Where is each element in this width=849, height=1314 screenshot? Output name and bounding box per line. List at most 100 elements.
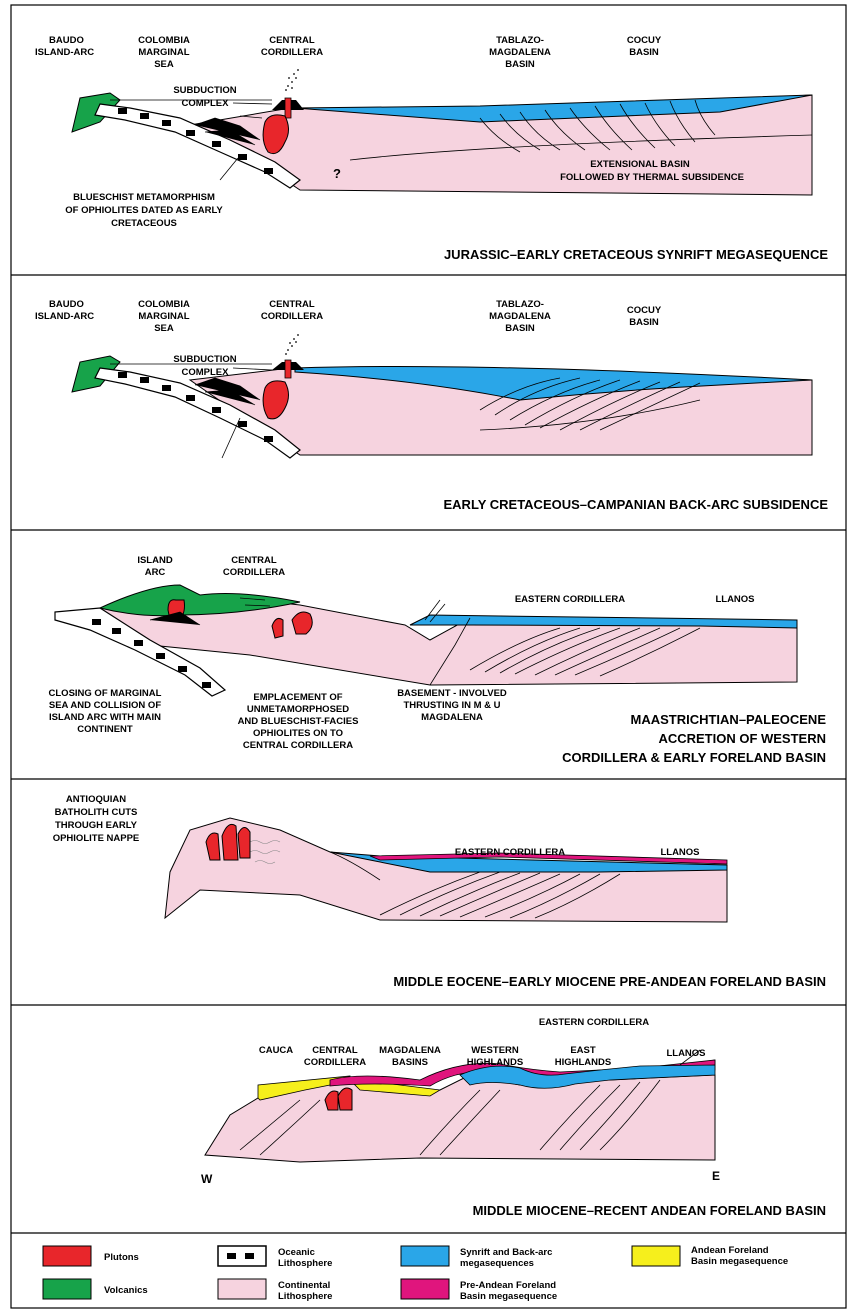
- legend-label: Volcanics: [104, 1285, 148, 1296]
- label-subduction: SUBDUCTION: [173, 354, 236, 365]
- label-subduction: COMPLEX: [182, 98, 230, 109]
- label-antioquian: BATHOLITH CUTS: [55, 807, 138, 818]
- label-blueschist: CRETACEOUS: [111, 218, 177, 229]
- label-central: CORDILLERA: [261, 47, 323, 58]
- label-central: CENTRAL: [269, 299, 315, 310]
- panel-title: EARLY CRETACEOUS–CAMPANIAN BACK-ARC SUBS…: [444, 497, 829, 512]
- label-blueschist: BLUESCHIST METAMORPHISM: [73, 192, 215, 203]
- label-extensional: EXTENSIONAL BASIN: [590, 159, 690, 170]
- legend-label: megasequences: [460, 1258, 534, 1269]
- label-extensional: FOLLOWED BY THERMAL SUBSIDENCE: [560, 172, 744, 183]
- label-emplacement: EMPLACEMENT OF: [253, 692, 342, 703]
- label-llanos: LLANOS: [715, 594, 754, 605]
- panel-title: MIDDLE MIOCENE–RECENT ANDEAN FORELAND BA…: [473, 1203, 826, 1218]
- legend-label: Lithosphere: [278, 1291, 332, 1302]
- label-baudo: ISLAND-ARC: [35, 47, 94, 58]
- ash-plume-icon: [285, 334, 299, 355]
- svg-text:ANTIOQUIANBATHOLITH CUTSTHROUG: ANTIOQUIANBATHOLITH CUTSTHROUGH EARLYOPH…: [53, 794, 140, 844]
- label-blueschist: OF OPHIOLITES DATED AS EARLY: [65, 205, 223, 216]
- label-question: ?: [333, 166, 341, 181]
- legend-swatch-continental: [218, 1279, 266, 1299]
- legend-swatch-preandean: [401, 1279, 449, 1299]
- legend-label: Continental: [278, 1280, 330, 1291]
- label-basement: THRUSTING IN M & U: [403, 700, 500, 711]
- label-island: ARC: [145, 567, 166, 578]
- label-emplacement: AND BLUESCHIST-FACIES: [238, 716, 359, 727]
- legend: Plutons OceanicLithosphere Synrift and B…: [43, 1245, 788, 1302]
- legend-swatch-oceanic: [218, 1246, 266, 1266]
- panel-4-eocene: ANTIOQUIANBATHOLITH CUTSTHROUGH EARLYOPH…: [53, 794, 826, 989]
- svg-text:COLOMBIAMARGINALSEA: COLOMBIAMARGINALSEA: [138, 299, 190, 334]
- label-emplacement: OPHIOLITES ON TO: [253, 728, 343, 739]
- label-tablazo: BASIN: [505, 323, 535, 334]
- legend-swatch-oceanic: [227, 1253, 236, 1259]
- label-closing: CLOSING OF MARGINAL: [49, 688, 162, 699]
- label-colombia: MARGINAL: [138, 47, 189, 58]
- label-baudo: ISLAND-ARC: [35, 311, 94, 322]
- legend-swatch-oceanic: [245, 1253, 254, 1259]
- label-western: WESTERN: [471, 1045, 519, 1056]
- label-eastern-cordillera: EASTERN CORDILLERA: [455, 847, 565, 858]
- label-east: HIGHLANDS: [555, 1057, 611, 1068]
- label-east: EAST: [570, 1045, 596, 1056]
- legend-swatch-volcanics: [43, 1279, 91, 1299]
- label-central: CENTRAL: [231, 555, 277, 566]
- label-cocuy: COCUY: [627, 305, 662, 316]
- label-antioquian: OPHIOLITE NAPPE: [53, 833, 140, 844]
- ash-plume-icon: [285, 69, 299, 91]
- label-closing: ISLAND ARC WITH MAIN: [49, 712, 161, 723]
- label-colombia: COLOMBIA: [138, 299, 190, 310]
- svg-text:TABLAZO-MAGDALENABASIN: TABLAZO-MAGDALENABASIN: [489, 299, 551, 334]
- label-western: HIGHLANDS: [467, 1057, 523, 1068]
- label-magdalena: MAGDALENA: [379, 1045, 441, 1056]
- label-central: CORDILLERA: [304, 1057, 366, 1068]
- volcanic-conduit: [285, 360, 291, 378]
- panel-title: CORDILLERA & EARLY FORELAND BASIN: [562, 750, 826, 765]
- label-colombia: SEA: [154, 59, 174, 70]
- legend-swatch-synrift: [401, 1246, 449, 1266]
- label-magdalena: BASINS: [392, 1057, 428, 1068]
- label-subduction: SUBDUCTION: [173, 85, 236, 96]
- label-baudo: BAUDO: [49, 35, 84, 46]
- label-colombia: COLOMBIA: [138, 35, 190, 46]
- label-central: CORDILLERA: [261, 311, 323, 322]
- label-cocuy: COCUY: [627, 35, 662, 46]
- volcanic-conduit: [285, 98, 291, 118]
- legend-label: Oceanic: [278, 1247, 315, 1258]
- label-tablazo: MAGDALENA: [489, 47, 551, 58]
- label-basement: MAGDALENA: [421, 712, 483, 723]
- label-antioquian: ANTIOQUIAN: [66, 794, 126, 805]
- label-basement: BASEMENT - INVOLVED: [397, 688, 507, 699]
- svg-text:CENTRALCORDILLERA: CENTRALCORDILLERA: [261, 35, 323, 58]
- batholith: [222, 824, 238, 860]
- label-east-direction: E: [712, 1169, 720, 1183]
- panel-title: MIDDLE EOCENE–EARLY MIOCENE PRE-ANDEAN F…: [393, 974, 826, 989]
- label-emplacement: CENTRAL CORDILLERA: [243, 740, 353, 751]
- label-tablazo: MAGDALENA: [489, 311, 551, 322]
- label-island: ISLAND: [137, 555, 173, 566]
- legend-label: Pre-Andean Foreland: [460, 1280, 556, 1291]
- label-closing: CONTINENT: [77, 724, 133, 735]
- legend-label: Plutons: [104, 1252, 139, 1263]
- label-tablazo: TABLAZO-: [496, 299, 544, 310]
- label-cauca: CAUCA: [259, 1045, 293, 1056]
